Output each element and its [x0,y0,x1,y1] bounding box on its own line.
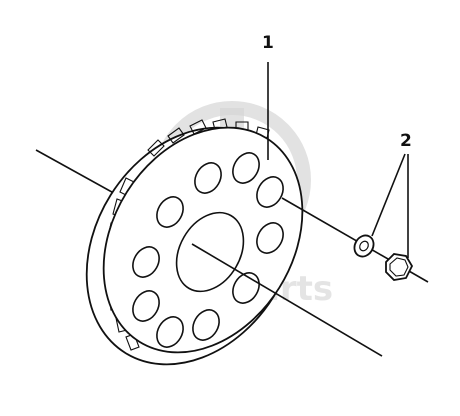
center-bore [175,211,245,293]
leader-lines [267,62,409,258]
bolt-hole [232,152,260,184]
bolt-hole [132,290,160,322]
bolt-hole [156,196,184,228]
flywheel-ring-gear [85,118,304,366]
axis-line-center [191,243,383,357]
leader-2-washer [371,153,406,237]
bolt-holes [132,152,284,348]
bolt-hole [156,316,184,348]
bolt-hole [192,309,220,341]
bolt-hole [256,176,284,208]
callout-1: 1 [262,33,274,53]
bolt-hole [194,162,222,194]
washer [353,234,375,258]
callout-2: 2 [400,131,412,151]
hex-nut [385,253,414,281]
bolt-hole [132,246,160,278]
bolt-hole [256,222,284,254]
